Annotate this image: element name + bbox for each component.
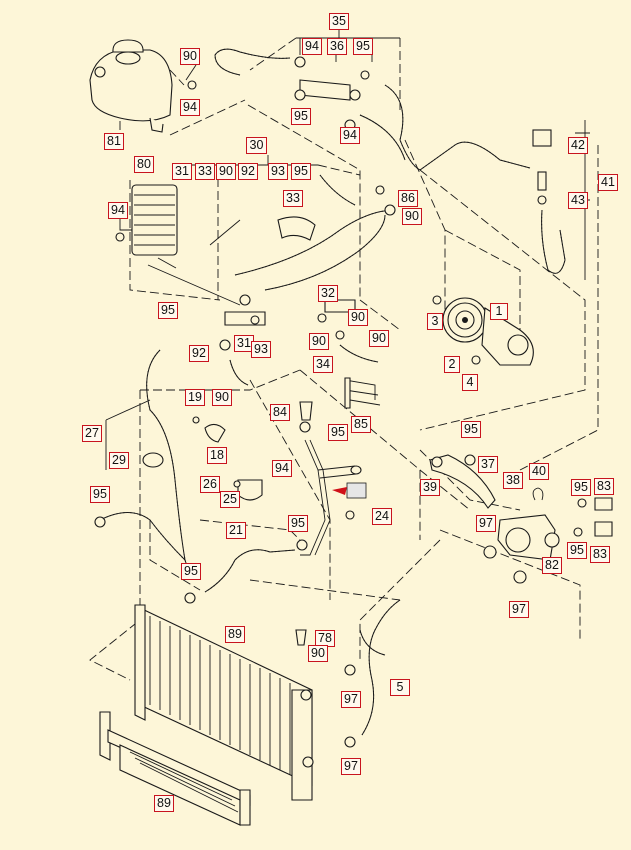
note-box xyxy=(346,482,367,499)
bypass-hoses xyxy=(219,174,396,386)
part-label-41: 41 xyxy=(598,174,618,191)
part-label-94: 94 xyxy=(340,127,360,144)
part-label-29: 29 xyxy=(109,452,129,469)
part-label-95: 95 xyxy=(291,163,311,180)
part-label-90: 90 xyxy=(212,389,232,406)
part-label-95: 95 xyxy=(461,421,481,438)
part-label-30: 30 xyxy=(246,137,267,154)
part-label-35: 35 xyxy=(329,13,349,30)
part-label-82: 82 xyxy=(542,557,562,574)
part-label-90: 90 xyxy=(348,309,368,326)
part-label-40: 40 xyxy=(529,463,549,480)
part-label-39: 39 xyxy=(420,479,440,496)
part-label-92: 92 xyxy=(189,345,209,362)
part-label-94: 94 xyxy=(180,99,200,116)
part-label-95: 95 xyxy=(328,424,348,441)
upper-hoses xyxy=(214,48,531,171)
part-label-83: 83 xyxy=(594,478,614,495)
part-label-32: 32 xyxy=(318,285,338,302)
part-label-90: 90 xyxy=(180,48,200,65)
part-label-18: 18 xyxy=(207,447,227,464)
part-label-5: 5 xyxy=(390,679,410,696)
part-label-27: 27 xyxy=(82,425,102,442)
part-label-90: 90 xyxy=(402,208,422,225)
part-label-94: 94 xyxy=(272,460,292,477)
arrow-icon xyxy=(332,487,347,495)
part-label-97: 97 xyxy=(341,758,361,775)
part-label-97: 97 xyxy=(476,515,496,532)
part-label-84: 84 xyxy=(270,404,290,421)
part-label-97: 97 xyxy=(341,691,361,708)
part-label-1: 1 xyxy=(490,303,508,320)
part-label-89: 89 xyxy=(225,626,245,643)
part-label-81: 81 xyxy=(104,133,124,150)
thermostat-housing xyxy=(429,454,613,584)
lower-radiator-hose xyxy=(94,349,196,604)
coolant-pipe xyxy=(299,377,381,421)
part-label-95: 95 xyxy=(353,38,373,55)
metal-pipe xyxy=(296,421,367,556)
part-label-95: 95 xyxy=(181,563,201,580)
part-label-38: 38 xyxy=(503,472,523,489)
part-label-95: 95 xyxy=(571,479,591,496)
part-label-3: 3 xyxy=(427,313,443,330)
part-label-92: 92 xyxy=(238,163,258,180)
part-label-80: 80 xyxy=(134,156,154,173)
part-label-90: 90 xyxy=(369,330,389,347)
part-label-2: 2 xyxy=(444,356,460,373)
part-label-95: 95 xyxy=(567,542,587,559)
water-pump xyxy=(432,295,534,366)
coolant-expansion-tank xyxy=(89,39,197,133)
part-label-33: 33 xyxy=(283,190,303,207)
part-label-36: 36 xyxy=(327,38,347,55)
part-label-24: 24 xyxy=(372,508,392,525)
part-label-94: 94 xyxy=(302,38,322,55)
flange-and-bolt xyxy=(192,416,263,501)
part-label-78: 78 xyxy=(315,630,335,647)
part-label-83: 83 xyxy=(590,546,610,563)
part-label-25: 25 xyxy=(220,491,240,508)
part-label-4: 4 xyxy=(462,374,478,391)
part-label-94: 94 xyxy=(108,202,128,219)
oil-cooler xyxy=(115,184,178,256)
part-label-31: 31 xyxy=(172,163,192,180)
part-label-37: 37 xyxy=(478,456,498,473)
part-label-90: 90 xyxy=(309,333,329,350)
part-label-95: 95 xyxy=(90,486,110,503)
part-label-95: 95 xyxy=(158,302,178,319)
radiator xyxy=(99,604,314,826)
part-label-19: 19 xyxy=(185,389,205,406)
part-label-93: 93 xyxy=(251,341,271,358)
part-label-85: 85 xyxy=(351,416,371,433)
part-label-42: 42 xyxy=(568,137,588,154)
part-label-33: 33 xyxy=(195,163,215,180)
heater-hose xyxy=(204,549,296,593)
part-label-97: 97 xyxy=(509,601,529,618)
breather-pipe xyxy=(532,129,566,274)
part-label-89: 89 xyxy=(154,795,174,812)
part-label-34: 34 xyxy=(313,356,333,373)
part-label-26: 26 xyxy=(200,476,220,493)
part-label-86: 86 xyxy=(398,190,418,207)
part-label-93: 93 xyxy=(268,163,288,180)
part-label-90: 90 xyxy=(216,163,236,180)
part-label-43: 43 xyxy=(568,192,588,209)
part-label-21: 21 xyxy=(226,522,246,539)
part-label-95: 95 xyxy=(288,515,308,532)
part-label-95: 95 xyxy=(291,108,311,125)
upper-radiator-hose xyxy=(295,599,401,748)
part-label-90: 90 xyxy=(308,645,328,662)
